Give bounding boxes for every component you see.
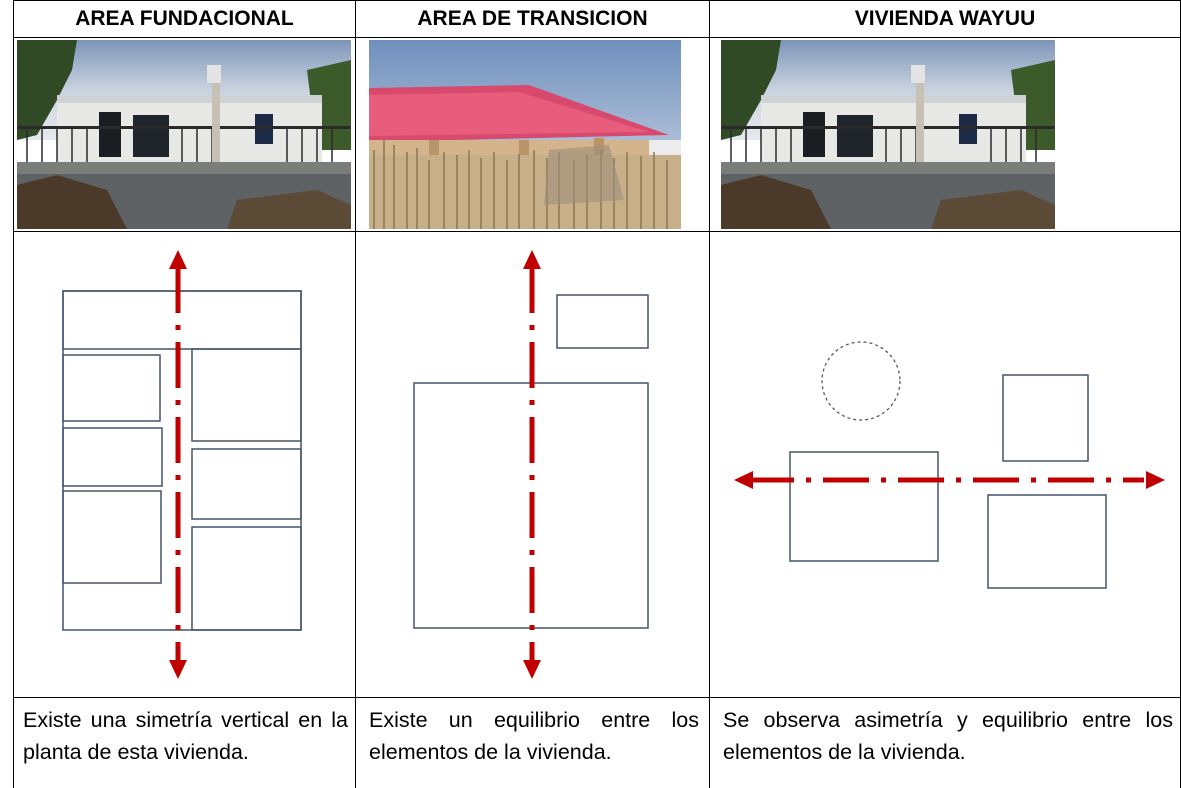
plan-room-right-3 — [191, 526, 302, 631]
comparison-table: AREA FUNDACIONAL AREA DE TRANSICION VIVI… — [13, 0, 1181, 788]
arrow-right-icon — [1146, 471, 1165, 489]
house-photo — [17, 40, 351, 229]
header-row-divider — [13, 37, 1181, 38]
table-border-left — [13, 0, 14, 788]
plan-front-room — [62, 290, 302, 350]
plan-room-right-2 — [191, 448, 302, 520]
table-border-top — [13, 0, 1181, 1]
arrow-up-icon — [523, 250, 541, 269]
description-fundacional: Existe una simetría vertical en la plant… — [23, 708, 348, 764]
plan-outline — [62, 290, 302, 631]
column-header-wayuu: VIVIENDA WAYUU — [854, 7, 1036, 30]
dashed-circle-element — [821, 341, 901, 421]
vertical-axis — [523, 250, 541, 679]
arrow-down-icon — [169, 660, 187, 679]
column-header-transicion: AREA DE TRANSICION — [417, 7, 648, 30]
plan-room-left-2 — [62, 427, 163, 487]
plan-room-left-3 — [62, 490, 162, 584]
small-element-box — [556, 294, 649, 349]
diagram-row-divider — [13, 697, 1181, 698]
pink-roof-house-photo — [369, 40, 681, 229]
asymmetry-diagram — [710, 233, 1180, 695]
rectangle-element-left — [789, 451, 939, 562]
square-element-upper — [1002, 374, 1089, 462]
rectangle-element-right — [987, 494, 1107, 589]
plan-room-right-1 — [191, 348, 302, 442]
arrow-up-icon — [169, 250, 187, 269]
arrow-down-icon — [523, 660, 541, 679]
description-wayuu: Se observa asimetría y equilibrio entre … — [723, 708, 1173, 764]
plan-room-left-1 — [62, 354, 161, 422]
house-photo — [721, 40, 1055, 229]
horizontal-axis — [734, 471, 1165, 489]
vertical-symmetry-axis — [169, 250, 187, 679]
column-header-fundacional: AREA FUNDACIONAL — [75, 7, 294, 30]
arrow-left-icon — [734, 471, 753, 489]
vertical-symmetry-diagram — [14, 233, 355, 695]
table-divider-2 — [709, 0, 710, 788]
photo-row-divider — [13, 231, 1181, 232]
table-divider-1 — [355, 0, 356, 788]
description-transicion: Existe un equilibrio entre los elementos… — [369, 708, 699, 764]
balance-diagram — [356, 233, 709, 695]
